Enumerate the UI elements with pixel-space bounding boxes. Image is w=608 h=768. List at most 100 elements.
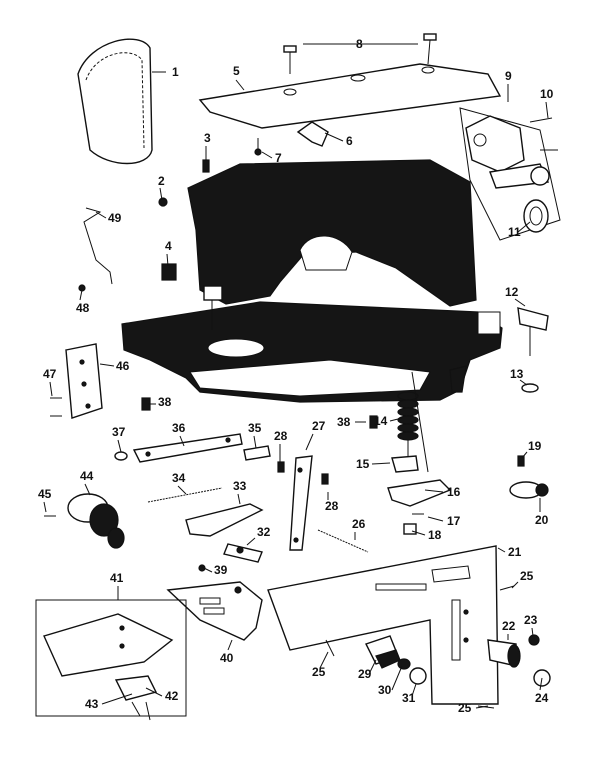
callout-c47: 47 <box>43 367 57 381</box>
leader-line-c5 <box>235 79 245 91</box>
spring-clip <box>185 503 264 537</box>
screw-25-right <box>499 585 515 591</box>
rubber-ring <box>523 199 549 233</box>
leader-line-c23 <box>531 627 534 637</box>
leader-line-c7 <box>261 151 273 159</box>
leader-line-c30 <box>391 665 403 691</box>
callout-c45: 45 <box>38 487 52 501</box>
callout-c22: 22 <box>502 619 516 633</box>
leader-line-c21 <box>497 547 506 553</box>
leader-line-c33 <box>237 493 241 505</box>
leader-lines <box>43 43 549 709</box>
leader-line-c47 <box>49 381 53 397</box>
callout-c34: 34 <box>172 471 186 485</box>
leader-line-c4 <box>166 253 169 267</box>
screw-28b <box>321 473 329 485</box>
lever-27 <box>289 455 313 551</box>
screw-25-bottom <box>477 705 495 709</box>
callout-c25: 25 <box>520 569 534 583</box>
callout-c31: 31 <box>402 691 416 705</box>
callout-c16: 16 <box>447 485 461 499</box>
callout-c32: 32 <box>257 525 271 539</box>
dial-plate <box>267 545 499 705</box>
leader-line-c39 <box>199 565 213 573</box>
callout-c23: 23 <box>524 613 538 627</box>
leader-line-c19 <box>521 451 528 459</box>
knob-4 <box>161 263 177 281</box>
rack-36 <box>132 433 243 463</box>
leader-line-c24 <box>539 677 543 691</box>
machine-body <box>121 159 503 403</box>
callout-c28b: 28 <box>325 499 339 513</box>
bobbin-winder-bracket <box>459 107 561 241</box>
screw-7 <box>254 138 262 156</box>
spring-assembly <box>397 391 419 458</box>
callout-c19: 19 <box>528 439 542 453</box>
thread-guide <box>78 207 113 292</box>
screw-38-right <box>369 415 378 429</box>
leader-line-c11 <box>517 221 531 233</box>
callout-c27: 27 <box>312 419 326 433</box>
callout-c18: 18 <box>428 528 442 542</box>
callout-c39: 39 <box>214 563 228 577</box>
washer-13 <box>521 383 539 393</box>
screw-3 <box>202 159 210 173</box>
slide-plate-box <box>35 599 187 721</box>
callout-c15: 15 <box>356 457 370 471</box>
latch-20 <box>509 455 549 499</box>
spring-rod <box>147 487 223 503</box>
leader-line-c40 <box>227 639 233 651</box>
leader-line-c12 <box>514 298 526 307</box>
cap-31 <box>409 667 427 685</box>
shaft-32 <box>223 543 263 563</box>
callout-c33: 33 <box>233 479 247 493</box>
stitch-knob <box>517 307 549 356</box>
leader-line-c46 <box>99 363 115 367</box>
leader-line-c13 <box>519 379 528 386</box>
callout-c28: 28 <box>274 429 288 443</box>
callout-c14: 14 <box>374 414 388 428</box>
callout-c5: 5 <box>233 64 240 78</box>
callout-c43: 43 <box>85 697 99 711</box>
callout-c8: 8 <box>356 37 363 51</box>
callout-c3: 3 <box>204 131 211 145</box>
callout-c29: 29 <box>358 667 372 681</box>
leader-line-c25c <box>475 705 489 709</box>
callout-c35: 35 <box>248 421 262 435</box>
feed-linkage <box>387 371 452 535</box>
callout-c44: 44 <box>80 469 94 483</box>
leader-line-c2 <box>159 187 163 201</box>
callout-c12: 12 <box>505 285 519 299</box>
screw-25-left <box>325 639 335 657</box>
leader-line-c16 <box>424 489 444 493</box>
leader-line-c43 <box>101 693 133 705</box>
leader-line-c15 <box>371 462 391 465</box>
callout-c30: 30 <box>378 683 392 697</box>
callout-c9: 9 <box>505 69 512 83</box>
screws-10 <box>529 117 558 151</box>
leader-line-c42 <box>145 687 163 697</box>
leader-line-c14 <box>389 417 403 422</box>
callout-c37: 37 <box>112 425 126 439</box>
callout-c41: 41 <box>110 571 124 585</box>
top-cover <box>198 63 502 129</box>
top-screws <box>283 33 437 74</box>
callout-c6: 6 <box>346 134 353 148</box>
leader-line-c18 <box>411 530 426 536</box>
callout-c21: 21 <box>508 545 522 559</box>
leader-line-c25b <box>319 651 329 669</box>
leader-line-c45 <box>43 501 47 513</box>
leader-line-c29 <box>369 659 377 673</box>
callout-c11: 11 <box>508 225 521 239</box>
leader-line-c27 <box>305 433 314 451</box>
callout-c49: 49 <box>108 211 122 225</box>
callout-c38: 38 <box>158 395 172 409</box>
knob-23 <box>528 634 540 646</box>
leader-line-c10 <box>545 101 549 119</box>
callout-c25c: 25 <box>458 701 472 715</box>
callout-c2: 2 <box>158 174 165 188</box>
callout-c25b: 25 <box>312 665 326 679</box>
